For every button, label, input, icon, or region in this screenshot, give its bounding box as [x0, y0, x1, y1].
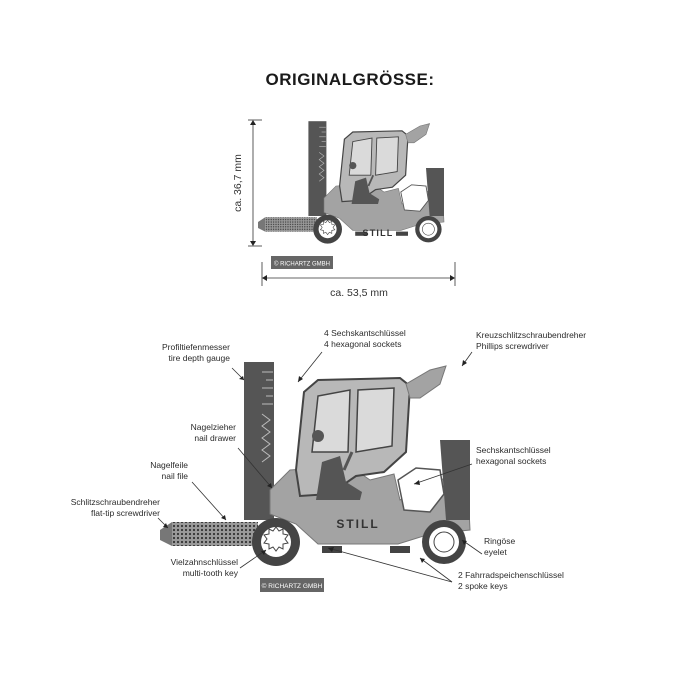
- label-hex-socket-de: Sechskantschlüssel: [476, 445, 551, 455]
- callout-labels: Profiltiefenmesser tire depth gauge 4 Se…: [71, 328, 587, 591]
- label-hex-sockets-4-en: 4 hexagonal sockets: [324, 339, 402, 349]
- label-eyelet-en: eyelet: [484, 547, 507, 557]
- label-nail-drawer-en: nail drawer: [194, 433, 236, 443]
- forklift-large-drawing: STILL © RICHARTZ GMBH: [158, 360, 472, 592]
- label-flat-tip-en: flat-tip screwdriver: [91, 508, 160, 518]
- label-tire-gauge-en: tire depth gauge: [169, 353, 231, 363]
- brand-large: STILL: [336, 517, 379, 531]
- label-tire-gauge-de: Profiltiefenmesser: [162, 342, 230, 352]
- copyright-large: © RICHARTZ GMBH: [262, 582, 323, 590]
- label-spoke-keys-en: 2 spoke keys: [458, 581, 508, 591]
- label-nail-file-de: Nagelfeile: [150, 460, 188, 470]
- height-dimension: ca. 36,7 mm: [232, 154, 244, 212]
- forklift-small-drawing: © RICHARTZ GMBH STILL: [248, 119, 456, 286]
- label-spoke-keys-de: 2 Fahrradspeichenschlüssel: [458, 570, 564, 580]
- label-multi-tooth-en: multi-tooth key: [183, 568, 239, 578]
- label-phillips-de: Kreuzschlitzschraubendreher: [476, 330, 586, 340]
- label-hex-sockets-4-de: 4 Sechskantschlüssel: [324, 328, 406, 338]
- label-eyelet-de: Ringöse: [484, 536, 515, 546]
- width-dimension: ca. 53,5 mm: [330, 287, 388, 299]
- copyright-small: © RICHARTZ GMBH: [274, 261, 330, 268]
- callout-leaders: [157, 351, 483, 583]
- page-title: ORIGINALGRÖSSE:: [265, 70, 435, 89]
- brand-small: STILL: [363, 228, 394, 238]
- label-nail-file-en: nail file: [162, 471, 189, 481]
- label-flat-tip-de: Schlitzschraubendreher: [71, 497, 160, 507]
- label-nail-drawer-de: Nagelzieher: [191, 422, 237, 432]
- label-phillips-en: Phillips screwdriver: [476, 341, 549, 351]
- label-multi-tooth-de: Vielzahnschlüssel: [171, 557, 239, 567]
- label-hex-socket-en: hexagonal sockets: [476, 456, 546, 466]
